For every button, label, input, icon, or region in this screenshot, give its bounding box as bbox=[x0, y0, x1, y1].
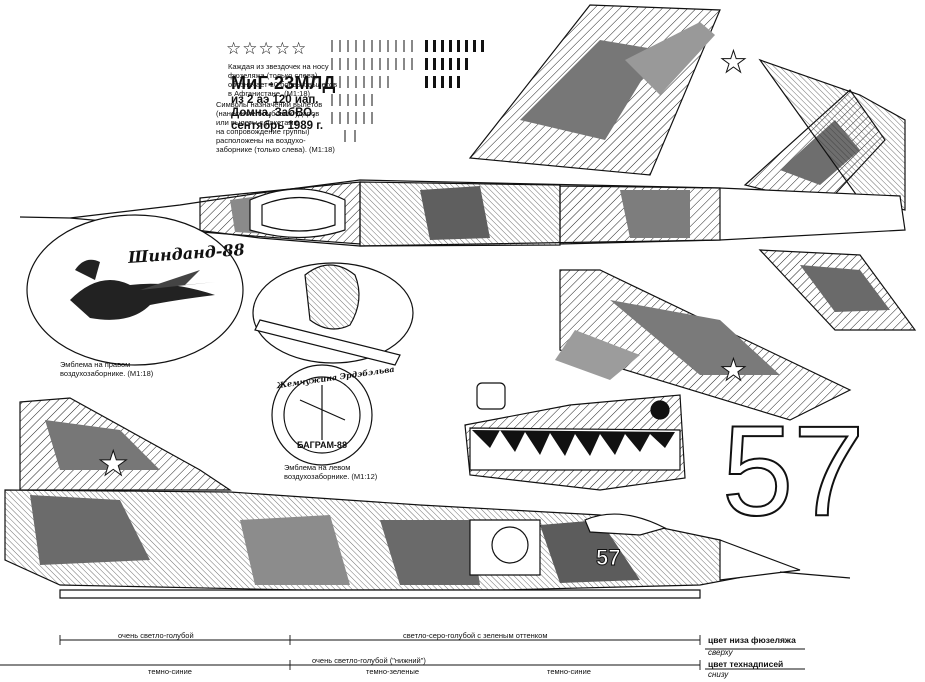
svg-text:★: ★ bbox=[720, 45, 747, 80]
svg-text:★: ★ bbox=[720, 353, 747, 388]
tactical-number-fuselage: 57 bbox=[595, 545, 621, 571]
dim-label-bottom-middle: темно-зеленые bbox=[366, 667, 420, 676]
subtitle-line: Домна, ЗабВО, bbox=[231, 107, 316, 119]
legend-underside: цвет низа фюзеляжа bbox=[708, 635, 796, 645]
note-line: фюзеляжа (только слева) bbox=[228, 71, 318, 80]
emblem-bottom-text: БАГРАМ-88 bbox=[297, 440, 347, 450]
caption-line: воздухозаборнике. (М1:12) bbox=[284, 472, 378, 481]
star-note: Каждая из звездочек на носу фюзеляжа (то… bbox=[228, 62, 337, 98]
planform-view: ★ ★ bbox=[19, 4, 917, 421]
note-line: в Афганистане. (М1:18) bbox=[228, 89, 310, 98]
note-line: или вылеты с ракетами bbox=[216, 118, 298, 127]
caption-line: воздухозаборнике. (М1:18) bbox=[60, 369, 154, 378]
caption-line: Эмблема на левом bbox=[284, 463, 351, 472]
dim-label-bottom-left: темно-синие bbox=[148, 667, 192, 676]
note-line: (нанесение бомбовых ударов bbox=[216, 109, 320, 118]
sortie-symbols bbox=[331, 40, 484, 142]
legend-tech-text: цвет технадписей bbox=[708, 659, 784, 669]
dim-label-top-right: светло-серо-голубой с зеленым оттенком bbox=[403, 631, 548, 640]
dim-label-bottom-right: темно-синие bbox=[547, 667, 591, 676]
svg-text:★: ★ bbox=[98, 444, 128, 484]
emblem-center-caption: Эмблема на левом воздухозаборнике. (М1:1… bbox=[284, 463, 377, 481]
caption-line: Эмблема на правом bbox=[60, 360, 131, 369]
note-line: обозначает 10 боевых вылетов bbox=[228, 80, 338, 89]
side-view: ★ bbox=[4, 397, 851, 599]
shark-mouth-detail bbox=[464, 382, 686, 491]
legend-top: сверху bbox=[708, 648, 733, 657]
aircraft-title: МиГ-23МЛД bbox=[231, 73, 336, 93]
emblem-character bbox=[252, 262, 414, 466]
unit-subtitle: из 2 аэ 120 иап. Домна, ЗабВО, сентябрь … bbox=[231, 94, 323, 133]
emblem-left-caption: Эмблема на правом воздухозаборнике. (М1:… bbox=[60, 360, 153, 378]
subtitle-line: сентябрь 1989 г. bbox=[231, 120, 324, 132]
emblem-eagle bbox=[26, 214, 244, 366]
note-line: заборнике (только слева). (М1:18) bbox=[216, 145, 335, 154]
note-line: Каждая из звездочек на носу bbox=[228, 62, 329, 71]
symbols-note: Символы назначений вылетов (нанесение бо… bbox=[216, 100, 335, 154]
dim-label-top-left: очень светло-голубой bbox=[118, 631, 194, 640]
tactical-number-large: 57 bbox=[721, 400, 865, 543]
note-line: на сопровождение группы) bbox=[216, 127, 310, 136]
dim-label-middle: очень светло-голубой ("нижний") bbox=[312, 656, 426, 665]
sortie-stars-icon: ☆☆☆☆☆ bbox=[226, 39, 308, 58]
legend-bottom: снизу bbox=[708, 670, 729, 679]
note-line: расположены на воздухо- bbox=[216, 136, 306, 145]
subtitle-line: из 2 аэ 120 иап. bbox=[231, 94, 319, 106]
note-line: Символы назначений вылетов bbox=[216, 100, 323, 109]
dimension-lines bbox=[0, 635, 805, 670]
